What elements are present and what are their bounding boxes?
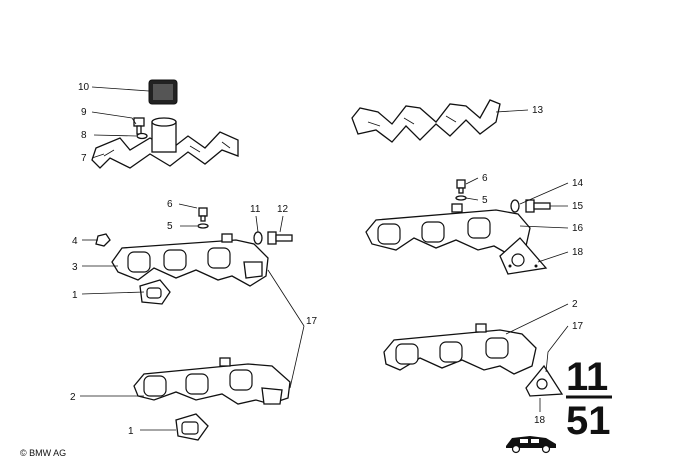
callout-18-upper: 18 [572,247,584,258]
exhaust-manifold-rear-left [133,357,291,405]
callout-13: 13 [532,105,544,116]
bolt-9 [133,117,145,135]
callout-12: 12 [277,204,289,215]
oxygen-sensor-12 [267,231,293,245]
callout-8: 8 [81,130,87,141]
callout-14: 14 [572,178,584,189]
callout-16: 16 [572,223,584,234]
callout-7: 7 [81,153,87,164]
insulating-sleeve [148,79,178,105]
exhaust-manifold-front-left [111,233,269,287]
callout-1-upper: 1 [72,290,78,301]
callout-3: 3 [72,262,78,273]
callout-2-left: 2 [70,392,76,403]
oxygen-sensor-15 [525,199,551,213]
leader-lines [80,86,569,431]
callout-6-right: 6 [482,173,488,184]
callout-5-right: 5 [482,195,488,206]
callout-2-right: 2 [572,299,578,310]
callout-18-lower: 18 [534,415,546,426]
plug-6-right [456,179,466,194]
heat-shield-left [91,117,239,169]
callout-4: 4 [72,236,78,247]
gasket-lower [175,413,209,441]
heat-shield-right [351,99,501,143]
callout-17-left: 17 [306,316,318,327]
exhaust-manifold-rear-right [383,323,537,375]
washer-8 [136,132,148,140]
callout-6-left: 6 [167,199,173,210]
callout-10: 10 [78,82,90,93]
callout-15: 15 [572,201,584,212]
callout-5-left: 5 [167,221,173,232]
callout-11: 11 [250,204,261,215]
copyright-text: © BMW AG [20,448,66,458]
washer-11 [253,231,263,245]
flange-gasket-upper-right [499,237,548,275]
plug-6-left [198,207,208,222]
group-number: 11 51 [566,355,612,443]
flange-gasket-lower-right [525,364,564,397]
gasket-upper [139,279,171,305]
callout-17-right: 17 [572,321,584,332]
washer-14 [510,199,520,213]
group-number-bottom: 51 [566,399,611,443]
callout-1-lower: 1 [128,426,134,437]
callout-9: 9 [81,107,87,118]
group-number-top: 11 [566,355,608,399]
car-silhouette-icon [506,436,556,454]
washer-5-right [455,195,467,201]
exhaust-manifold-front-right [365,203,531,255]
callout-labels: 10 9 8 7 4 3 1 6 5 11 12 17 2 1 13 6 5 1… [70,82,584,437]
nut-4 [95,233,111,247]
washer-5-left [197,223,209,229]
